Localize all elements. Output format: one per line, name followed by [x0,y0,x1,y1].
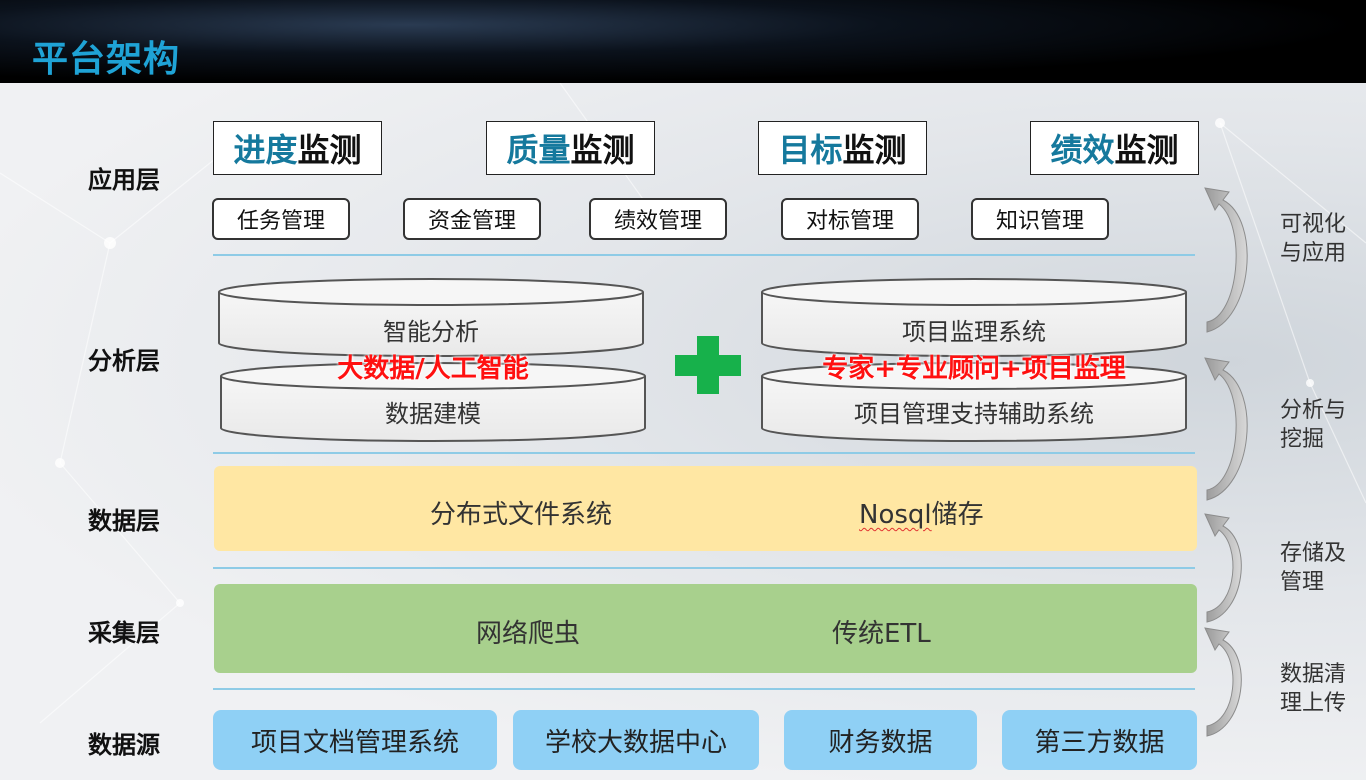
monitor-box-progress: 进度监测 [213,121,382,175]
side-label-line: 分析与 [1280,398,1347,423]
source-financial-data: 财务数据 [784,710,977,770]
source-third-party: 第三方数据 [1002,710,1197,770]
overlay-experts: 专家+专业顾问+项目监理 [822,354,1126,384]
monitor-rest: 监测 [570,131,635,169]
side-label-cleaning: 数据清 理上传 [1280,660,1346,718]
monitor-rest: 监测 [842,131,907,169]
curved-arrow-icon [1204,627,1242,737]
separator-line [213,688,1195,690]
monitor-highlight: 目标 [778,131,843,169]
monitor-highlight: 进度 [233,131,298,169]
layer-label-application: 应用层 [88,166,160,194]
collection-traditional-etl: 传统ETL [832,619,931,649]
collection-web-crawler: 网络爬虫 [476,619,581,649]
curved-arrow-icon [1204,187,1248,333]
side-label-line: 挖掘 [1280,427,1325,452]
cylinder-label-supervision-system: 项目监理系统 [902,318,1046,346]
monitor-highlight: 绩效 [1050,131,1115,169]
module-benchmark-management: 对标管理 [781,198,919,240]
side-label-line: 可视化 [1280,212,1347,237]
overlay-bigdata-ai: 大数据/人工智能 [337,354,529,384]
data-layer-distributed-fs: 分布式文件系统 [430,500,613,530]
layer-label-data: 数据层 [88,507,160,535]
module-knowledge-management: 知识管理 [971,198,1109,240]
source-school-bigdata: 学校大数据中心 [513,710,759,770]
side-label-line: 理上传 [1280,691,1347,716]
cylinder-right-bottom [761,362,1187,442]
collection-layer-band [214,584,1197,673]
side-label-line: 与应用 [1280,241,1347,266]
curved-arrow-icon [1204,357,1248,501]
side-label-analysis: 分析与 挖掘 [1280,396,1346,454]
monitor-box-quality: 质量监测 [486,121,655,175]
page-title: 平台架构 [32,39,181,80]
separator-line [213,452,1195,454]
cylinder-left-top [218,278,644,357]
curved-arrow-icon [1204,513,1242,623]
plus-icon [675,336,741,394]
module-task-management: 任务管理 [212,198,350,240]
nosql-text: Nosql [859,500,932,530]
monitor-rest: 监测 [297,131,362,169]
separator-line [213,254,1195,256]
side-label-visualization: 可视化 与应用 [1280,210,1346,268]
side-arrows [1204,187,1248,737]
cylinder-label-support-system: 项目管理支持辅助系统 [854,400,1094,428]
data-layer-nosql-storage: Nosql储存 [859,494,984,531]
cylinder-label-data-modeling: 数据建模 [385,400,481,428]
side-label-line: 存储及 [1280,541,1347,566]
side-label-storage: 存储及 管理 [1280,539,1346,597]
storage-text: 储存 [931,500,984,530]
side-label-line: 数据清 [1280,662,1347,687]
layer-label-collection: 采集层 [88,619,160,647]
monitor-rest: 监测 [1114,131,1179,169]
monitor-box-performance: 绩效监测 [1030,121,1199,175]
cylinder-right-top [761,278,1187,357]
separator-line [213,567,1195,569]
module-fund-management: 资金管理 [403,198,541,240]
data-layer-band [214,466,1197,551]
module-performance-management: 绩效管理 [589,198,727,240]
monitor-highlight: 质量 [506,131,571,169]
layer-label-analysis: 分析层 [88,347,160,375]
header-bar: 平台架构 [0,0,1366,83]
cylinder-label-smart-analysis: 智能分析 [383,318,479,346]
monitor-box-target: 目标监测 [758,121,927,175]
source-project-docs: 项目文档管理系统 [213,710,497,770]
cylinder-left-bottom [220,362,646,442]
side-label-line: 管理 [1280,570,1325,595]
layer-label-source: 数据源 [88,731,160,759]
